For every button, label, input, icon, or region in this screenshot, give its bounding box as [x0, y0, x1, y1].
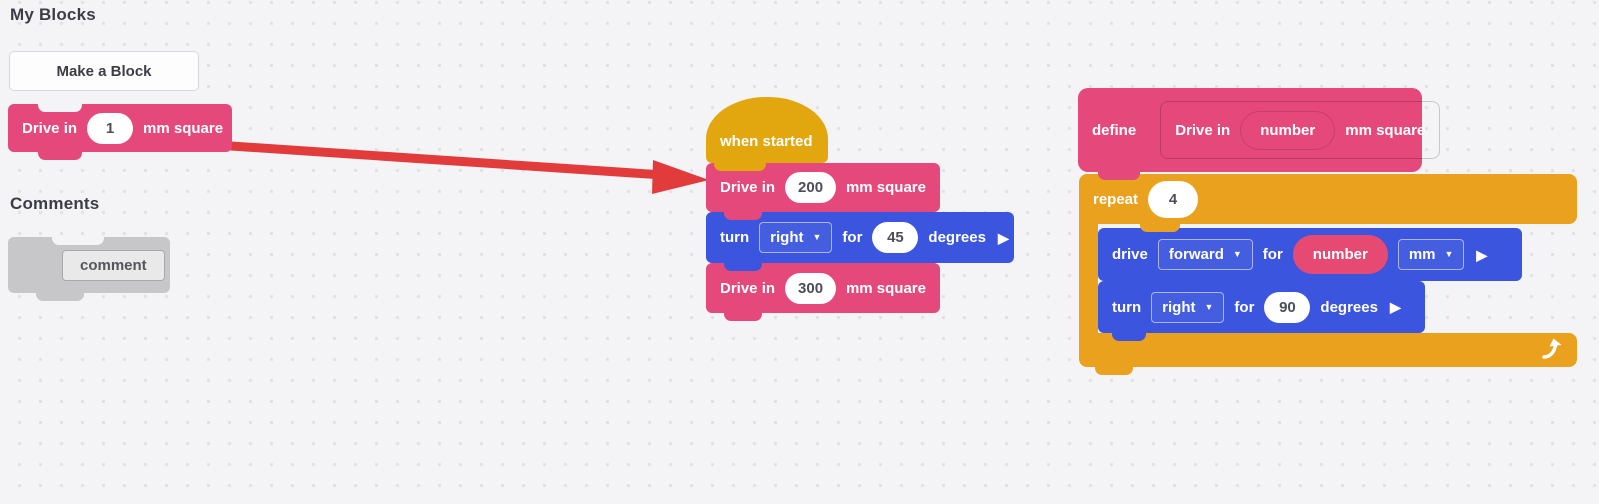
- number-input[interactable]: 1: [87, 112, 134, 144]
- parameter-number[interactable]: number: [1240, 110, 1336, 150]
- when-started-hat-block[interactable]: when started: [706, 97, 828, 171]
- repeat-block-bottom-arm[interactable]: [1079, 333, 1577, 375]
- dropdown-caret-icon: ▼: [812, 232, 822, 242]
- block-bottom-tab: [724, 262, 762, 271]
- parameter-number[interactable]: number: [1292, 235, 1388, 274]
- block-bottom-tab: [724, 312, 762, 321]
- number-input[interactable]: 90: [1264, 291, 1311, 323]
- block-bottom-tab: [1095, 366, 1133, 375]
- direction-dropdown[interactable]: forward ▼: [1157, 239, 1253, 270]
- repeat-block-left-arm: [1079, 220, 1098, 337]
- block-label: for: [842, 229, 863, 246]
- drive-forward-number-mm-block[interactable]: drive forward ▼ for number mm ▼ ▶: [1098, 228, 1522, 289]
- repeat-count-input[interactable]: 4: [1148, 180, 1199, 218]
- dropdown-value: forward: [1168, 246, 1224, 263]
- direction-dropdown[interactable]: right ▼: [759, 222, 833, 253]
- dropdown-value: right: [1162, 298, 1196, 316]
- block-bottom-tab: [1098, 171, 1140, 180]
- block-label: degrees: [1320, 298, 1378, 316]
- palette-drive-in-mm-square-block[interactable]: Drive in 1 mm square: [8, 104, 232, 160]
- dropdown-caret-icon: ▼: [1204, 301, 1214, 312]
- dropdown-caret-icon: ▼: [1232, 249, 1242, 259]
- block-top-notch: [52, 237, 104, 245]
- block-bottom-tab: [1112, 332, 1146, 341]
- block-label: mm square: [845, 179, 926, 196]
- block-label: when started: [720, 133, 813, 150]
- block-label: turn: [720, 229, 750, 246]
- block-label: Drive in: [1175, 121, 1231, 139]
- block-label: mm square: [1345, 121, 1426, 139]
- comment-text-field[interactable]: comment: [62, 249, 165, 281]
- palette-comment-block[interactable]: comment: [8, 237, 170, 301]
- block-label: for: [1262, 246, 1283, 263]
- block-bottom-tab: [36, 292, 84, 301]
- number-input[interactable]: 45: [872, 222, 919, 253]
- dropdown-caret-icon: ▼: [1444, 249, 1454, 259]
- expand-arrow-icon[interactable]: ▶: [1389, 299, 1401, 315]
- number-input[interactable]: 200: [785, 172, 836, 203]
- direction-dropdown[interactable]: right ▼: [1151, 291, 1225, 323]
- turn-right-45-degrees-block[interactable]: turn right ▼ for 45 degrees ▶: [706, 212, 1014, 271]
- loop-arrow-icon: [1542, 338, 1562, 359]
- turn-right-90-degrees-block[interactable]: turn right ▼ for 90 degrees ▶: [1098, 281, 1425, 341]
- block-label: for: [1234, 298, 1255, 316]
- expand-arrow-icon[interactable]: ▶: [1476, 246, 1488, 263]
- block-top-notch: [38, 104, 82, 112]
- block-label: define: [1092, 121, 1137, 139]
- block-label: degrees: [928, 229, 986, 246]
- block-label: Drive in: [720, 279, 776, 297]
- my-blocks-heading: My Blocks: [10, 5, 96, 24]
- block-label: turn: [1112, 298, 1142, 316]
- block-bottom-tab: [724, 211, 762, 220]
- block-label: Drive in: [22, 119, 78, 137]
- block-label: repeat: [1093, 190, 1139, 208]
- dropdown-value: right: [770, 229, 804, 246]
- define-hat-block[interactable]: define Drive in number mm square: [1078, 88, 1441, 180]
- unit-dropdown[interactable]: mm ▼: [1397, 239, 1465, 270]
- make-a-block-button[interactable]: Make a Block: [9, 51, 199, 91]
- dropdown-value: mm: [1408, 246, 1436, 263]
- expand-arrow-icon[interactable]: ▶: [997, 229, 1009, 246]
- block-label: mm square: [143, 119, 224, 137]
- block-label: Drive in: [720, 179, 776, 196]
- block-bottom-tab: [38, 151, 82, 160]
- block-label: drive: [1112, 246, 1148, 263]
- block-bottom-tab: [1112, 280, 1146, 289]
- number-input[interactable]: 300: [785, 272, 836, 304]
- block-prototype[interactable]: Drive in number mm square: [1160, 101, 1441, 159]
- block-label: mm square: [845, 279, 926, 297]
- repeat-block-header[interactable]: repeat 4: [1079, 174, 1577, 232]
- drive-in-200-block[interactable]: Drive in 200 mm square: [706, 163, 940, 220]
- drive-in-300-block[interactable]: Drive in 300 mm square: [706, 263, 940, 321]
- block-bottom-tab: [1140, 223, 1180, 232]
- comments-heading: Comments: [10, 194, 100, 213]
- block-bottom-tab: [714, 162, 766, 171]
